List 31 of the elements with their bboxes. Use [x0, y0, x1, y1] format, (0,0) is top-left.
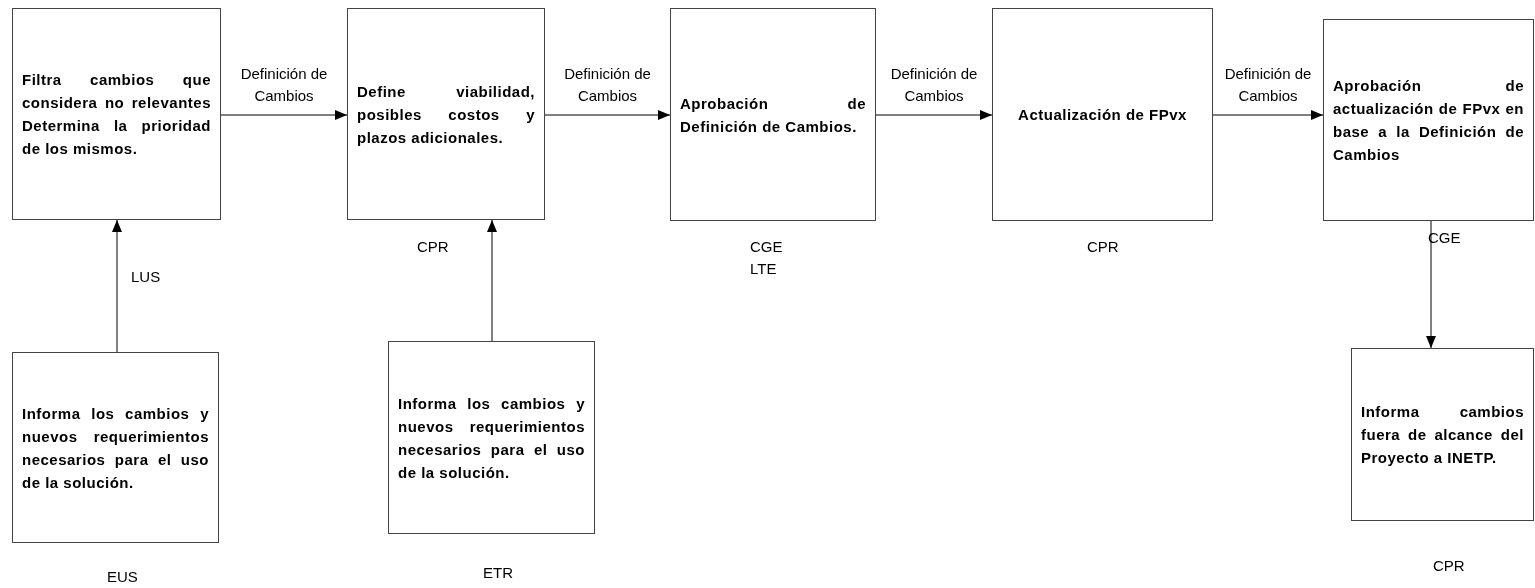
box-text: Informa cambios fuera de alcance del Proyecto a INETP.: [1361, 402, 1524, 468]
process-box: [12, 8, 221, 220]
role-label: ETR: [483, 563, 513, 583]
box-text: Informa los cambios y nuevos requerimientos necesarios para el uso de la solución.: [22, 403, 209, 493]
arrow: [1426, 220, 1436, 349]
box-text: Aprobación de actualización de FPvx en base a la Definición de Cambios: [1333, 76, 1524, 165]
arrow: [875, 110, 993, 120]
role-label: EUS: [107, 567, 138, 587]
box-text: Define viabilidad, posibles costos y plazos adicionales.: [357, 81, 535, 148]
box-text: Aprobación de Definición de Cambios.: [680, 93, 866, 137]
box-text: Informa los cambios y nuevos requerimientos necesarios para el uso de la solución.: [398, 393, 585, 483]
process-box: [670, 8, 876, 221]
role-label: CGE: [750, 237, 783, 257]
arrow: [544, 110, 671, 120]
role-label: CPR: [417, 237, 449, 257]
role-label: LTE: [750, 259, 777, 279]
process-box: [388, 341, 595, 534]
process-box: [347, 8, 545, 220]
role-label: CPR: [1087, 237, 1119, 257]
process-box: [992, 8, 1213, 221]
arrow: [1212, 110, 1324, 120]
role-label: CPR: [1433, 556, 1465, 576]
arrow: [487, 219, 497, 342]
process-box: [1323, 19, 1534, 221]
arrow: [112, 219, 122, 353]
process-box: [1351, 348, 1534, 521]
arrow: [220, 110, 348, 120]
box-text: Actualización de FPvx: [1017, 105, 1188, 125]
box-text: Filtra cambios que considera no relevantes Determina la prioridad de los mismos.: [22, 70, 211, 159]
role-label: CGE: [1428, 228, 1461, 248]
process-box: [12, 352, 219, 543]
